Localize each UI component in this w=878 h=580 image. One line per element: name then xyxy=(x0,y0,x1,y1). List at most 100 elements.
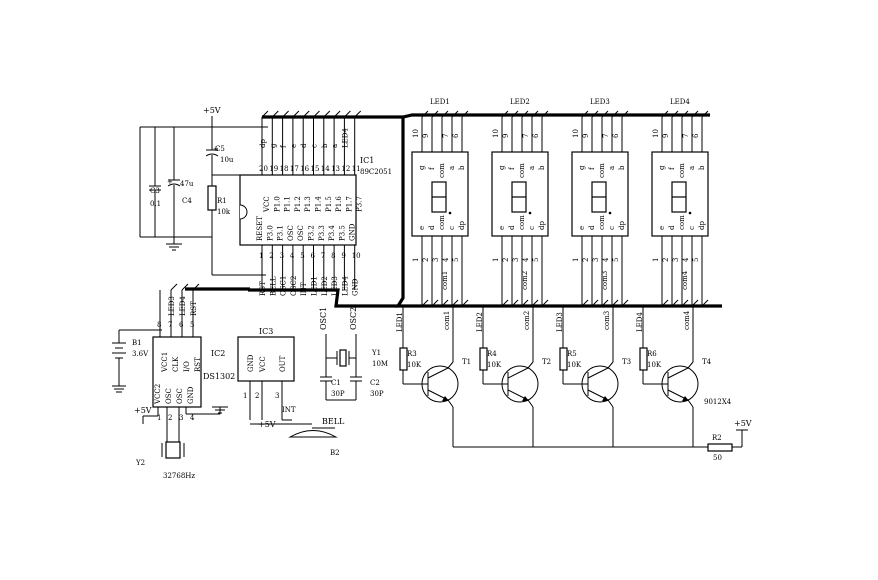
driver-net-label: LED1 xyxy=(396,312,404,332)
ic1-inner-left: GND xyxy=(349,223,357,241)
ic1-net-bottom: BELL xyxy=(269,276,277,296)
ic2-ref: IC2 xyxy=(211,349,225,358)
ic1-inner-right: VCC xyxy=(263,196,271,213)
led-display-label: LED4 xyxy=(670,98,690,106)
r1-value: 10k xyxy=(217,208,231,216)
ic1-inner-left: OSC xyxy=(287,225,295,241)
ic1-net-top: f xyxy=(280,144,288,148)
transistor-ref: T3 xyxy=(622,358,631,366)
ic1-pin-num: 12 xyxy=(341,165,350,173)
ic2-inner-label: OSC xyxy=(165,388,173,404)
ic1-net-top: e xyxy=(290,144,298,148)
y1-label: Y1 xyxy=(371,349,381,357)
led-pin-num: 1 xyxy=(492,258,500,262)
led-pin-num: 10 xyxy=(492,129,500,138)
ic1-inner-left: P3.3 xyxy=(318,225,326,241)
ic2-net-label: RST xyxy=(190,301,198,316)
led-seg-label: b xyxy=(538,165,546,170)
ic2-inner-label: GND xyxy=(187,386,195,404)
ic1-inner-right: P1.2 xyxy=(294,196,302,212)
ic2-pin-num: 5 xyxy=(190,321,194,329)
svg-text:+: + xyxy=(167,178,173,186)
c3-label: C3 xyxy=(150,187,160,195)
led-pin-num: 7 xyxy=(602,134,610,138)
b2-label: B2 xyxy=(330,449,340,457)
led-seg-label: g xyxy=(578,165,586,170)
ic3-pin-num: 2 xyxy=(255,392,259,400)
led-seg-label: dp xyxy=(458,221,466,230)
y2-label: Y2 xyxy=(135,459,145,467)
led-pin-num: 1 xyxy=(652,258,660,262)
led-pin-num: 3 xyxy=(672,258,680,262)
c2-value: 30P xyxy=(370,390,384,398)
led-seg-label: dp xyxy=(538,221,546,230)
led-display-label: LED2 xyxy=(510,98,530,106)
ic2-inner-label: I/O xyxy=(183,361,191,372)
ic2-pin-num: 8 xyxy=(157,321,161,329)
driver-resistor-ref: R3 xyxy=(407,350,417,358)
led-pin-num: 5 xyxy=(692,258,700,262)
driver-com-label: com4 xyxy=(683,310,691,330)
ic2-inner-label: VCC2 xyxy=(154,384,162,405)
bell-label: BELL xyxy=(322,417,345,426)
led-seg-label: b xyxy=(458,165,466,170)
driver-com-label: com3 xyxy=(603,311,611,330)
ic1-inner-right: P1.4 xyxy=(315,196,323,212)
ic2-pin-num: 1 xyxy=(157,414,161,422)
led-seg-label: g xyxy=(498,165,506,170)
ic1-net-bottom: OSC2 xyxy=(290,276,298,296)
led-pin-num: 5 xyxy=(452,258,460,262)
ic2-net-label: LED3 xyxy=(168,296,176,316)
ic1-pin-num: 13 xyxy=(331,165,340,173)
led-com-net: com2 xyxy=(521,271,529,290)
driver-com-label: com1 xyxy=(443,311,451,330)
r2-value: 50 xyxy=(713,454,722,462)
led-pin-num: 2 xyxy=(422,258,430,262)
led-seg-label: e xyxy=(578,226,586,230)
c4-label: C4 xyxy=(182,197,192,205)
led-pin-num: 4 xyxy=(602,257,610,262)
led-seg-label: com xyxy=(598,215,606,230)
led-seg-label: e xyxy=(658,226,666,230)
ic1-pin-num: 15 xyxy=(311,165,320,173)
b1-label: B1 xyxy=(132,339,142,347)
led-seg-label: f xyxy=(588,166,596,170)
led-com-net: com1 xyxy=(441,271,449,290)
ic3-inner-label: GND xyxy=(247,354,255,372)
driver-net-label: LED2 xyxy=(476,312,484,332)
driver-net-label: LED4 xyxy=(636,312,644,332)
ic1-net-top: a xyxy=(331,144,339,148)
ic2-pin-num: 7 xyxy=(168,321,172,329)
led-pin-num: 6 xyxy=(612,133,620,138)
led-com-net: com4 xyxy=(681,270,689,290)
ic2-inner-label: OSC xyxy=(176,388,184,404)
led-pin-num: 4 xyxy=(682,257,690,262)
led-pin-num: 6 xyxy=(692,133,700,138)
led-seg-label: a xyxy=(528,166,536,170)
osc2-label: OSC2 xyxy=(349,307,358,330)
vcc-label-top: +5V xyxy=(203,106,221,115)
y1-value: 10M xyxy=(372,360,388,368)
ic1-net-top: g xyxy=(269,143,277,148)
led-seg-label: b xyxy=(698,165,706,170)
led-pin-num: 7 xyxy=(682,134,690,138)
driver-resistor-ref: R4 xyxy=(487,350,497,358)
led-seg-label: d xyxy=(588,225,596,230)
led-seg-label: a xyxy=(448,166,456,170)
ic1-net-bottom: LED4 xyxy=(341,276,349,296)
led-seg-label: a xyxy=(688,166,696,170)
driver-com-label: com2 xyxy=(523,311,531,330)
c5-value: 10u xyxy=(220,156,234,164)
led-pin-num: 2 xyxy=(502,258,510,262)
oscillator-section: OSC1 OSC2 Y1 10M C1 30P C2 30P xyxy=(319,307,388,401)
led-pin-num: 7 xyxy=(522,134,530,138)
led-com-label: com xyxy=(678,163,686,178)
ic3-out-net: INT xyxy=(282,406,296,414)
